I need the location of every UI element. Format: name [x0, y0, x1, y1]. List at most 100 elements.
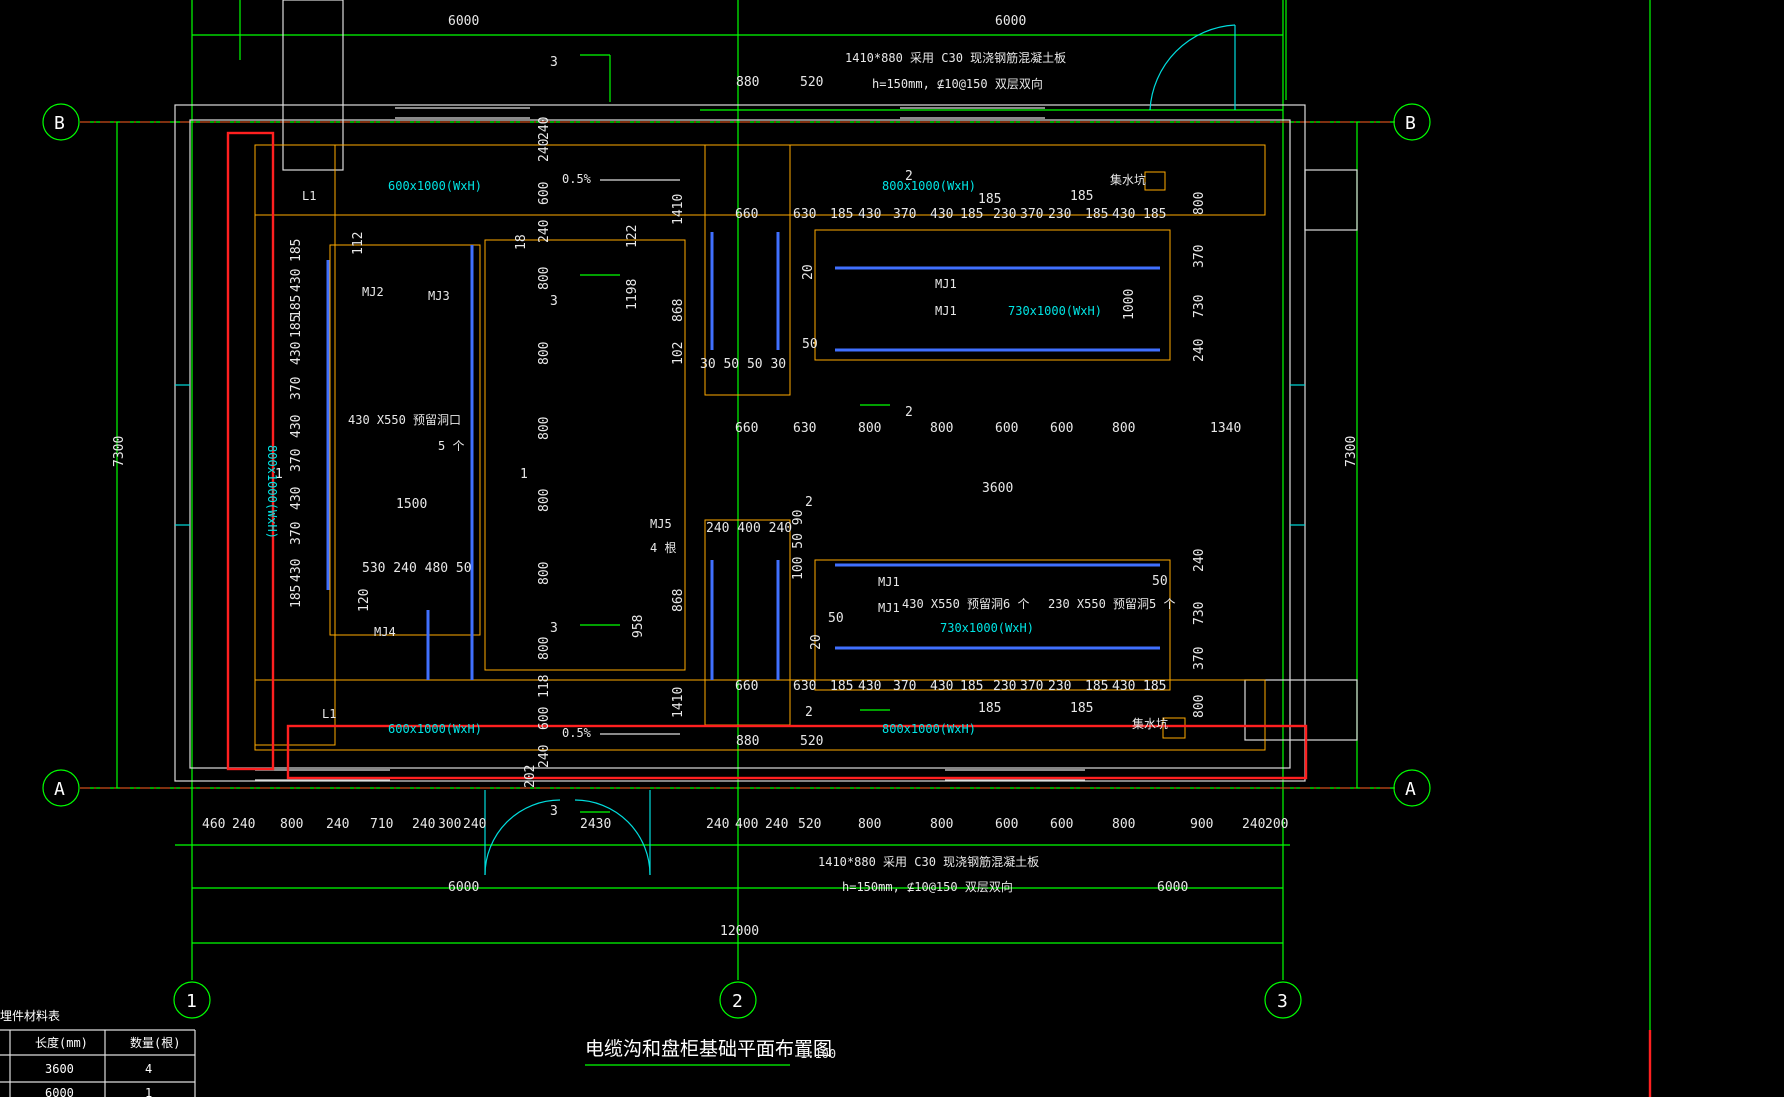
svg-text:600x1000(WxH): 600x1000(WxH)	[388, 179, 482, 193]
svg-text:MJ3: MJ3	[428, 289, 450, 303]
svg-text:122: 122	[625, 225, 640, 248]
axis-label-3: 3	[1277, 991, 1288, 1012]
svg-text:1: 1	[145, 1086, 152, 1097]
svg-text:MJ1: MJ1	[935, 277, 957, 291]
dimension-lines	[116, 0, 1358, 944]
svg-text:1410: 1410	[671, 194, 686, 225]
svg-text:5 个: 5 个	[438, 439, 464, 453]
red-highlight-boxes	[226, 131, 1308, 780]
svg-text:710: 710	[370, 817, 393, 832]
svg-text:1500: 1500	[396, 497, 427, 512]
axis-label-2: 2	[732, 991, 743, 1012]
svg-text:1: 1	[520, 467, 528, 482]
svg-text:185: 185	[978, 701, 1001, 716]
svg-text:800x1000(WxH): 800x1000(WxH)	[882, 722, 976, 736]
svg-text:430: 430	[1112, 679, 1135, 694]
svg-text:MJ1: MJ1	[935, 304, 957, 318]
svg-text:集水坑: 集水坑	[1110, 172, 1146, 187]
svg-text:118: 118	[537, 675, 552, 698]
dim-bottom-left: 6000	[448, 880, 479, 895]
axis-bubbles	[42, 103, 1431, 1019]
svg-text:240: 240	[463, 817, 486, 832]
svg-text:630: 630	[793, 421, 816, 436]
svg-text:430: 430	[930, 207, 953, 222]
svg-text:3600: 3600	[982, 481, 1013, 496]
svg-text:185: 185	[289, 585, 304, 608]
dim-side-right: 7300	[1344, 436, 1359, 467]
svg-text:370: 370	[1192, 647, 1207, 670]
svg-text:6000: 6000	[45, 1086, 74, 1097]
axis-label-b-left: B	[54, 113, 65, 134]
svg-text:185: 185	[1070, 189, 1093, 204]
svg-text:370: 370	[289, 449, 304, 472]
svg-text:800: 800	[858, 421, 881, 436]
svg-text:800: 800	[1192, 695, 1207, 718]
svg-text:800x1000(WxH): 800x1000(WxH)	[265, 445, 279, 539]
dims-misc: 880 520 880 520 1410 1410 1198 868 868 9…	[351, 75, 1168, 749]
svg-text:430 X550 预留洞口: 430 X550 预留洞口	[348, 413, 461, 427]
svg-text:185: 185	[1143, 679, 1166, 694]
svg-text:230: 230	[1048, 207, 1071, 222]
svg-text:370: 370	[1020, 679, 1043, 694]
svg-text:660: 660	[735, 679, 758, 694]
svg-text:2: 2	[905, 405, 913, 420]
svg-text:102: 102	[671, 342, 686, 365]
svg-text:185: 185	[289, 239, 304, 262]
svg-text:230: 230	[993, 207, 1016, 222]
svg-text:185: 185	[978, 192, 1001, 207]
svg-text:530 240 480 50: 530 240 480 50	[362, 561, 472, 576]
svg-text:185: 185	[1085, 207, 1108, 222]
svg-text:185: 185	[830, 679, 853, 694]
svg-text:50: 50	[1152, 574, 1168, 589]
svg-text:240: 240	[537, 117, 552, 140]
svg-text:MJ4: MJ4	[374, 625, 396, 639]
dims-mid-vertical: 240 240 600 240 800 800 800 800 800 800 …	[523, 117, 552, 788]
svg-text:2: 2	[805, 705, 813, 720]
cabinet-foundation-rails	[326, 232, 1160, 680]
dim-bottom-right: 6000	[1157, 880, 1188, 895]
svg-text:MJ5: MJ5	[650, 517, 672, 531]
svg-text:0.5%: 0.5%	[562, 172, 592, 186]
svg-text:800: 800	[537, 267, 552, 290]
svg-text:4: 4	[145, 1062, 152, 1076]
svg-text:600: 600	[1050, 817, 1073, 832]
dims-left-vertical: 185 430 185 185 430 370 430 370 430 370 …	[289, 239, 304, 608]
svg-text:1410*880 采用 C30 现浇钢筋混凝土板: 1410*880 采用 C30 现浇钢筋混凝土板	[818, 854, 1039, 869]
svg-text:240: 240	[537, 745, 552, 768]
svg-text:800x1000(WxH): 800x1000(WxH)	[882, 179, 976, 193]
svg-text:200: 200	[1265, 817, 1288, 832]
svg-text:185: 185	[1085, 679, 1108, 694]
svg-text:370: 370	[1192, 245, 1207, 268]
svg-text:240: 240	[1192, 339, 1207, 362]
svg-text:900: 900	[1190, 817, 1213, 832]
svg-text:868: 868	[671, 589, 686, 612]
svg-text:370: 370	[893, 679, 916, 694]
svg-text:MJ1: MJ1	[878, 575, 900, 589]
dims-right-vertical: 800 370 730 240 240 730 370 800	[1192, 192, 1207, 718]
svg-text:730x1000(WxH): 730x1000(WxH)	[940, 621, 1034, 635]
svg-text:800: 800	[537, 342, 552, 365]
svg-text:800: 800	[930, 817, 953, 832]
svg-text:800: 800	[858, 817, 881, 832]
embedded-part-labels: MJ1 MJ1 MJ1 MJ1 MJ2 MJ3 MJ4 MJ5 4 根 L1 L…	[302, 189, 957, 721]
svg-text:0.5%: 0.5%	[562, 726, 592, 740]
svg-text:240: 240	[412, 817, 435, 832]
svg-text:4 根: 4 根	[650, 541, 676, 555]
svg-text:660: 660	[735, 207, 758, 222]
cable-trench-outlines	[254, 144, 1266, 751]
svg-text:430: 430	[858, 207, 881, 222]
svg-text:800: 800	[280, 817, 303, 832]
svg-text:430: 430	[858, 679, 881, 694]
svg-text:h=150mm, ⊈10@150 双层双向: h=150mm, ⊈10@150 双层双向	[872, 76, 1043, 91]
svg-text:3: 3	[550, 55, 558, 70]
svg-text:370: 370	[893, 207, 916, 222]
drawing-scale: 1:100	[800, 1047, 836, 1061]
svg-text:MJ2: MJ2	[362, 285, 384, 299]
dim-top-left: 6000	[448, 14, 479, 29]
svg-text:430: 430	[289, 487, 304, 510]
dims-middle-row: 660 630 800 800 600 600 800 1340	[735, 421, 1241, 436]
svg-text:730: 730	[1192, 602, 1207, 625]
grid-axis-lines	[80, 0, 1652, 1097]
svg-text:800: 800	[1192, 192, 1207, 215]
